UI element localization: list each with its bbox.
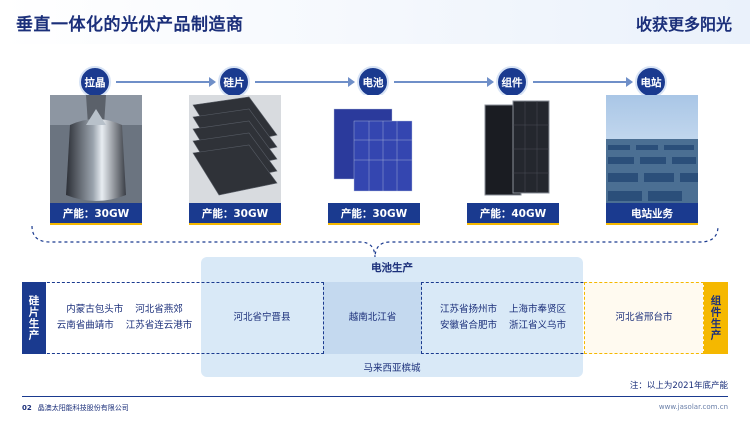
module-production-label: 组件生产	[704, 282, 728, 354]
module-sites: 江苏省扬州市上海市奉贤区 安徽省合肥市 浙江省义乌市	[422, 282, 584, 354]
flow-arrow	[255, 77, 355, 87]
stage-name: 组件	[501, 76, 523, 89]
stage-label-wafer: 硅片	[218, 66, 250, 98]
flow-arrow	[533, 77, 633, 87]
site-malaysia: 马来西亚槟城	[363, 363, 421, 374]
footer-divider	[22, 396, 728, 397]
stage-name: 硅片	[223, 76, 245, 89]
wafer-stack-icon	[189, 95, 281, 203]
header-bar	[0, 0, 750, 44]
slogan-text: 收获更多阳光	[635, 15, 732, 34]
flow-arrow	[116, 77, 216, 87]
capacity-caption: 产能：30GW	[189, 203, 281, 225]
silicon-sites: 内蒙古包头市河北省燕郊 云南省曲靖市江苏省连云港市	[48, 282, 201, 354]
site: 上海市奉贤区	[509, 303, 567, 315]
stage-label-cell: 电池	[357, 66, 389, 98]
site: 河北省燕郊	[135, 303, 183, 315]
site: 内蒙古包头市	[66, 303, 124, 315]
stage-name: 电池	[362, 76, 384, 89]
capacity-caption: 产能：30GW	[328, 203, 420, 225]
footer-url: www.jasolar.com.cn	[658, 403, 728, 411]
site-xingtai: 河北省邢台市	[615, 311, 673, 323]
silicon-production-label: 硅片生产	[22, 282, 46, 354]
stage-label-ingot: 拉晶	[79, 66, 111, 98]
flow-arrow	[394, 77, 494, 87]
page-number: 02	[22, 404, 32, 412]
site: 云南省曲靖市	[56, 320, 114, 331]
solar-farm-icon	[606, 95, 698, 203]
site: 江苏省连云港市	[125, 320, 193, 331]
site-vietnam: 越南北江省	[348, 311, 397, 323]
brand-slogan: 收获更多阳光	[636, 11, 732, 35]
cell-production-label: 电池生产	[371, 262, 413, 274]
capacity-caption: 产能：30GW	[50, 203, 142, 225]
capacity-caption: 电站业务	[606, 203, 698, 225]
site: 浙江省义乌市	[509, 320, 567, 331]
footer-company: 02 晶澳太阳能科技股份有限公司	[22, 403, 129, 413]
grouping-brace	[31, 225, 719, 259]
stage-name: 拉晶	[84, 76, 106, 89]
solar-module-icon	[467, 95, 559, 203]
page-title: 垂直一体化的光伏产品制造商	[16, 15, 244, 35]
capacity-caption: 产能：40GW	[467, 203, 559, 225]
silicon-ingot-icon	[50, 95, 142, 203]
site: 安徽省合肥市	[439, 320, 497, 331]
site: 江苏省扬州市	[439, 303, 497, 315]
stage-name: 电站	[640, 76, 662, 89]
module-production-zone	[584, 282, 704, 354]
stage-label-plant: 电站	[635, 66, 667, 98]
capacity-note: 注：以上为2021年底产能	[629, 381, 728, 391]
vietnam-zone	[323, 282, 422, 354]
site-hebei-ningjin: 河北省宁晋县	[233, 311, 291, 323]
solar-cell-icon	[328, 95, 420, 203]
stage-label-module: 组件	[496, 66, 528, 98]
company-name: 晶澳太阳能科技股份有限公司	[37, 404, 129, 412]
